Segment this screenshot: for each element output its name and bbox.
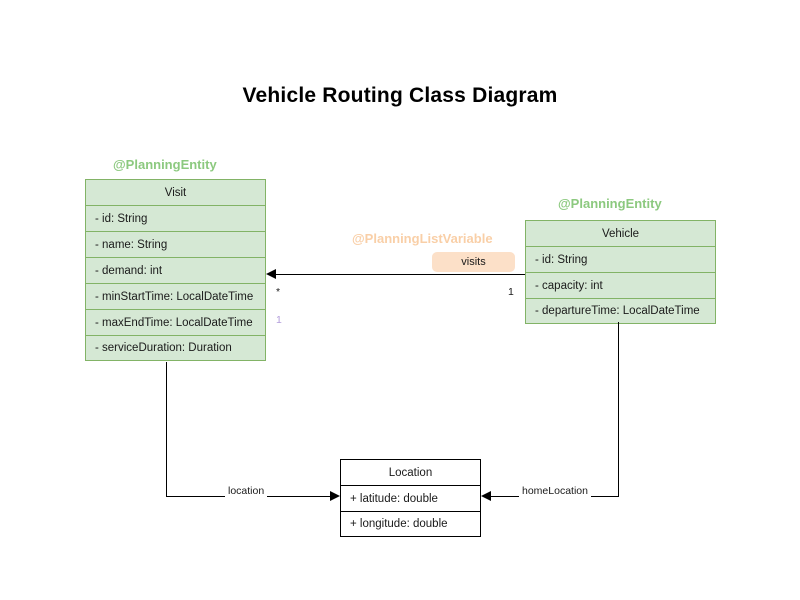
edge-label-location: location (225, 485, 268, 497)
stereotype-vehicle-planning-entity: @PlanningEntity (558, 196, 662, 211)
class-attribute: - minStartTime: LocalDateTime (85, 283, 266, 309)
class-attribute: - departureTime: LocalDateTime (525, 298, 716, 324)
class-box-visit[interactable]: Visit - id: String - name: String - dema… (85, 179, 266, 361)
multiplicity-visits-source: 1 (508, 286, 514, 298)
class-attribute: - name: String (85, 231, 266, 257)
class-attribute: - serviceDuration: Duration (85, 335, 266, 361)
relation-badge-visits: visits (432, 252, 515, 272)
edge-visit-to-location-vertical (166, 362, 167, 497)
class-name-visit: Visit (85, 179, 266, 205)
class-box-vehicle[interactable]: Vehicle - id: String - capacity: int - d… (525, 220, 716, 324)
arrowhead-icon-visits (266, 269, 276, 279)
stereotype-visit-planning-entity: @PlanningEntity (113, 157, 217, 172)
class-attribute: - id: String (525, 246, 716, 272)
class-attribute: + longitude: double (340, 511, 481, 537)
class-attribute: - capacity: int (525, 272, 716, 298)
stereotype-visits-planning-list-variable: @PlanningListVariable (352, 231, 493, 246)
edge-vehicle-to-location-vertical (618, 322, 619, 497)
class-attribute: + latitude: double (340, 485, 481, 511)
edge-vehicle-to-visit (276, 274, 525, 275)
class-name-location: Location (340, 459, 481, 485)
class-name-vehicle: Vehicle (525, 220, 716, 246)
class-attribute: - demand: int (85, 257, 266, 283)
multiplicity-visits-target: * (276, 286, 281, 298)
edge-label-home-location: homeLocation (519, 485, 591, 497)
class-box-location[interactable]: Location + latitude: double + longitude:… (340, 459, 481, 537)
class-attribute: - maxEndTime: LocalDateTime (85, 309, 266, 335)
multiplicity-visits-extra: 1 (276, 314, 282, 326)
arrowhead-icon-location (330, 491, 340, 501)
page-title: Vehicle Routing Class Diagram (242, 84, 558, 107)
class-attribute: - id: String (85, 205, 266, 231)
arrowhead-icon-home-location (481, 491, 491, 501)
